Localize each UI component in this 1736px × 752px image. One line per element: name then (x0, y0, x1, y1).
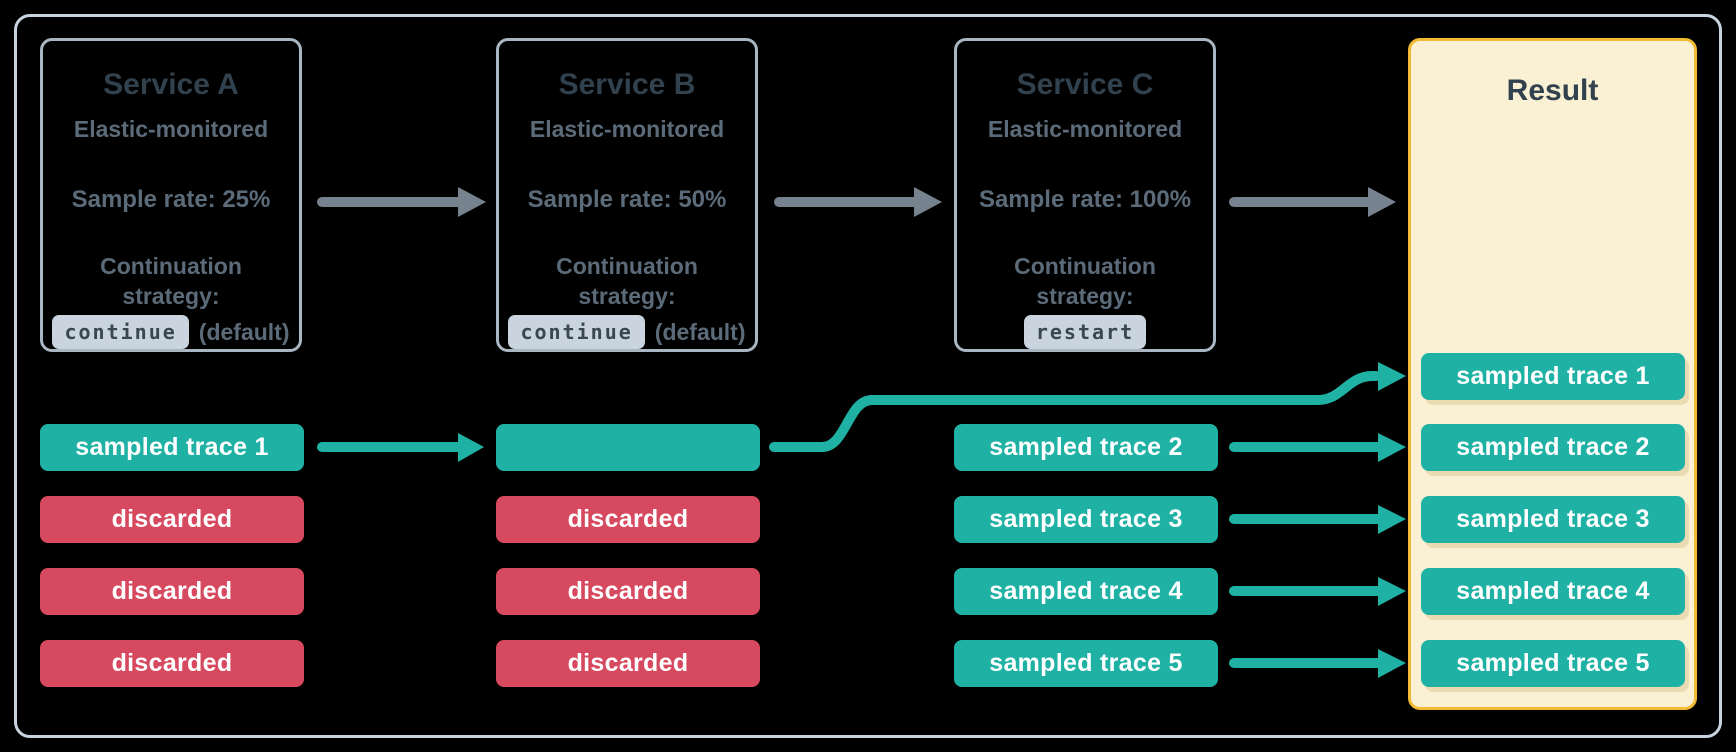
service-b-sampled-trace-chip (496, 424, 760, 471)
service-b-strategy-label: Continuation strategy: (556, 253, 698, 309)
service-c-strategy-row: restart (1023, 315, 1147, 349)
service-b-box: Service B Elastic-monitored Sample rate:… (496, 38, 758, 352)
service-c-subtitle: Elastic-monitored (987, 116, 1183, 142)
service-c-title: Service C (1016, 68, 1154, 101)
service-b-sample-rate: Sample rate: 50% (527, 186, 727, 213)
service-b-subtitle: Elastic-monitored (529, 116, 725, 142)
service-b-strategy-row: continue (default) (508, 315, 746, 349)
service-c-sampled-trace-chip: sampled trace 2 (954, 424, 1218, 471)
service-a-discarded-chip: discarded (40, 640, 304, 687)
service-a-subtitle: Elastic-monitored (73, 116, 269, 142)
service-c-sampled-trace-chip: sampled trace 5 (954, 640, 1218, 687)
result-title: Result (1506, 74, 1599, 107)
service-b-discarded-chip: discarded (496, 640, 760, 687)
service-a-strategy-suffix: (default) (198, 318, 290, 345)
diagram-outer-frame (14, 14, 1722, 738)
result-sampled-trace-chip: sampled trace 4 (1421, 568, 1685, 615)
service-a-discarded-chip: discarded (40, 496, 304, 543)
service-b-discarded-chip: discarded (496, 496, 760, 543)
service-a-sampled-trace-chip: sampled trace 1 (40, 424, 304, 471)
service-c-sampled-trace-chip: sampled trace 4 (954, 568, 1218, 615)
service-b-strategy-chip: continue (508, 315, 645, 349)
service-c-sample-rate: Sample rate: 100% (978, 186, 1192, 213)
result-sampled-trace-chip: sampled trace 3 (1421, 496, 1685, 543)
service-a-strategy-chip: continue (52, 315, 189, 349)
service-a-discarded-chip: discarded (40, 568, 304, 615)
result-sampled-trace-chip: sampled trace 5 (1421, 640, 1685, 687)
service-a-strategy-label: Continuation strategy: (100, 253, 242, 309)
service-c-strategy-label: Continuation strategy: (1014, 253, 1156, 309)
service-c-sampled-trace-chip: sampled trace 3 (954, 496, 1218, 543)
service-a-strategy-row: continue (default) (52, 315, 290, 349)
service-b-strategy-suffix: (default) (654, 318, 746, 345)
result-sampled-trace-chip: sampled trace 2 (1421, 424, 1685, 471)
service-a-title: Service A (103, 68, 239, 101)
service-c-box: Service C Elastic-monitored Sample rate:… (954, 38, 1216, 352)
service-b-title: Service B (558, 68, 696, 101)
service-a-sample-rate: Sample rate: 25% (71, 186, 271, 213)
service-c-strategy-chip: restart (1023, 315, 1147, 349)
result-sampled-trace-chip: sampled trace 1 (1421, 353, 1685, 400)
service-a-box: Service A Elastic-monitored Sample rate:… (40, 38, 302, 352)
service-b-discarded-chip: discarded (496, 568, 760, 615)
